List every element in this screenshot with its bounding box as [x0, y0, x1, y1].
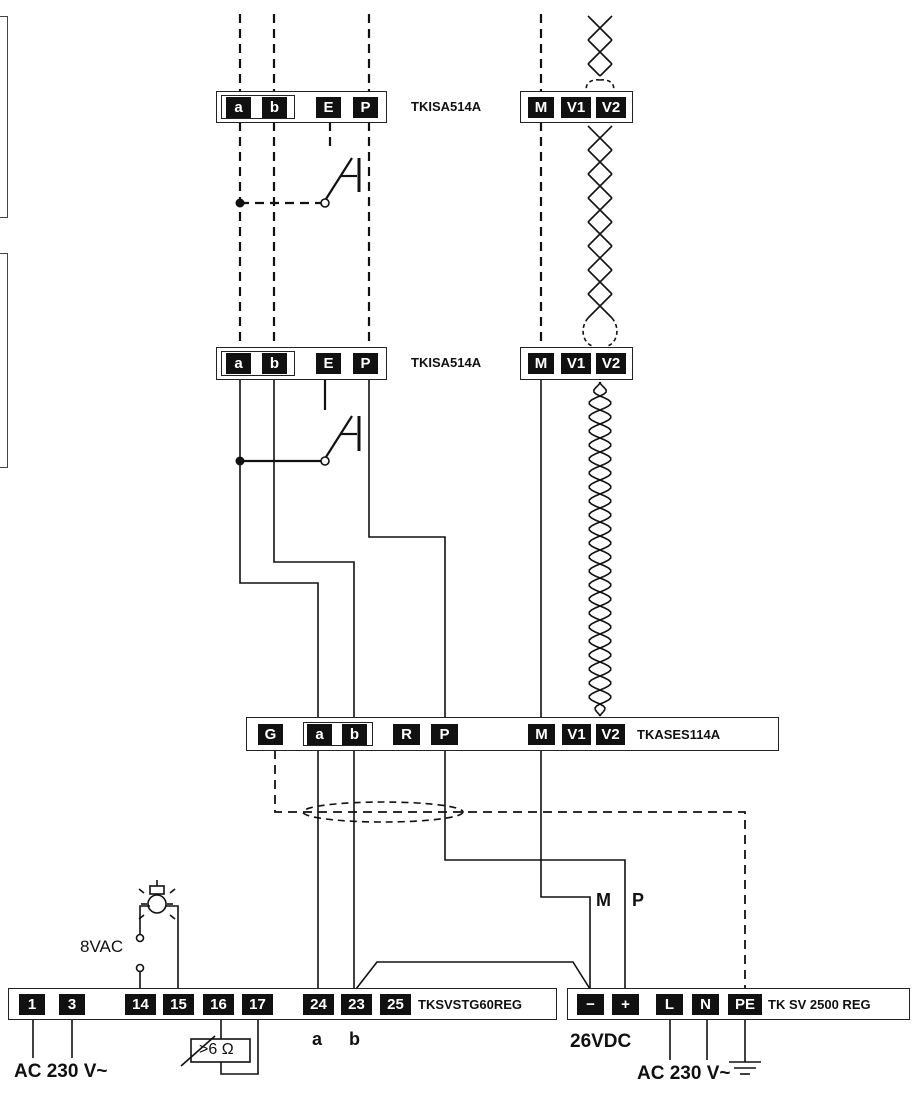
resistor-icon: [180, 1035, 251, 1067]
twisted-pair-top: [582, 15, 618, 347]
terminal-p: P: [431, 724, 458, 745]
terminal-l: L: [656, 994, 683, 1015]
dc-output-label: 26VDC: [570, 1031, 632, 1052]
wire-m-label: M: [596, 890, 611, 910]
line-b-label: b: [349, 1029, 360, 1049]
terminal-16: 16: [203, 994, 234, 1015]
terminal-1: 1: [19, 994, 45, 1015]
terminal-v1: V1: [561, 97, 591, 118]
terminal-a: a: [307, 724, 332, 745]
terminal-minus: −: [577, 994, 604, 1015]
lamp-icon: [138, 880, 176, 920]
mid-pushbutton: [325, 415, 361, 458]
terminal-b: b: [262, 97, 287, 118]
terminal-m: M: [528, 724, 555, 745]
top-pushbutton: [325, 157, 361, 200]
line-a-label: a: [312, 1029, 323, 1049]
control-unit-terminal-block: 1 3 14 15 16 17 24 23 25 TKSVSTG60REG: [8, 988, 557, 1020]
top-isolator-bus-block: M V1 V2: [520, 91, 633, 123]
lamp-voltage-label: 8VAC: [80, 937, 124, 956]
top-isolator-terminal-block: a b E P: [216, 91, 387, 123]
resistor-value-label: >6 Ω: [199, 1041, 234, 1058]
terminal-v1: V1: [561, 353, 591, 374]
terminal-e: E: [316, 353, 341, 374]
terminal-g: G: [258, 724, 283, 745]
mid-isolator-bus-block: M V1 V2: [520, 347, 633, 380]
terminal-p: P: [353, 353, 378, 374]
terminal-14: 14: [125, 994, 156, 1015]
terminal-v1: V1: [562, 724, 591, 745]
terminal-p: P: [353, 97, 378, 118]
terminal-b: b: [342, 724, 367, 745]
terminal-m: M: [528, 97, 554, 118]
terminal-a: a: [226, 353, 251, 374]
terminal-a: a: [226, 97, 251, 118]
power-supply-terminal-block: − + L N PE TK SV 2500 REG: [567, 988, 910, 1020]
device-label-power-supply: TK SV 2500 REG: [768, 997, 871, 1012]
lower-lines: [32, 750, 761, 1075]
terminal-v2: V2: [596, 724, 625, 745]
terminal-plus: +: [612, 994, 639, 1015]
dashed-bus-lines: [238, 14, 543, 348]
terminal-25: 25: [380, 994, 411, 1015]
mid-isolator-terminal-block: a b E P: [216, 347, 387, 380]
device-label-mid-isolator: TKISA514A: [411, 355, 482, 370]
device-label-control-unit: TKSVSTG60REG: [418, 997, 523, 1012]
ab-group-box: [221, 351, 295, 376]
solid-feed-lines: [239, 380, 542, 717]
terminal-15: 15: [163, 994, 194, 1015]
terminal-23: 23: [341, 994, 372, 1015]
power-supply-input-label: AC 230 V~: [637, 1063, 731, 1084]
cropped-edge-box-lower: [0, 253, 8, 468]
terminal-v2: V2: [596, 97, 626, 118]
terminal-m: M: [528, 353, 554, 374]
terminal-e: E: [316, 97, 341, 118]
twisted-pair-lower: [588, 381, 612, 717]
ab-group-box: [303, 722, 373, 746]
terminal-17: 17: [242, 994, 273, 1015]
terminal-r: R: [393, 724, 420, 745]
device-label-top-isolator: TKISA514A: [411, 99, 482, 114]
cropped-edge-box-upper: [0, 16, 8, 218]
wire-p-label: P: [632, 890, 645, 910]
terminal-n: N: [692, 994, 719, 1015]
terminal-v2: V2: [596, 353, 626, 374]
terminal-24: 24: [303, 994, 334, 1015]
terminal-pe: PE: [728, 994, 762, 1015]
terminal-3: 3: [59, 994, 85, 1015]
device-label-interface: TKASES114A: [637, 727, 721, 742]
interface-terminal-block: G a b R P M V1 V2 TKASES114A: [246, 717, 779, 751]
ab-group-box: [221, 95, 295, 119]
control-unit-supply-label: AC 230 V~: [14, 1061, 108, 1082]
terminal-b: b: [262, 353, 287, 374]
